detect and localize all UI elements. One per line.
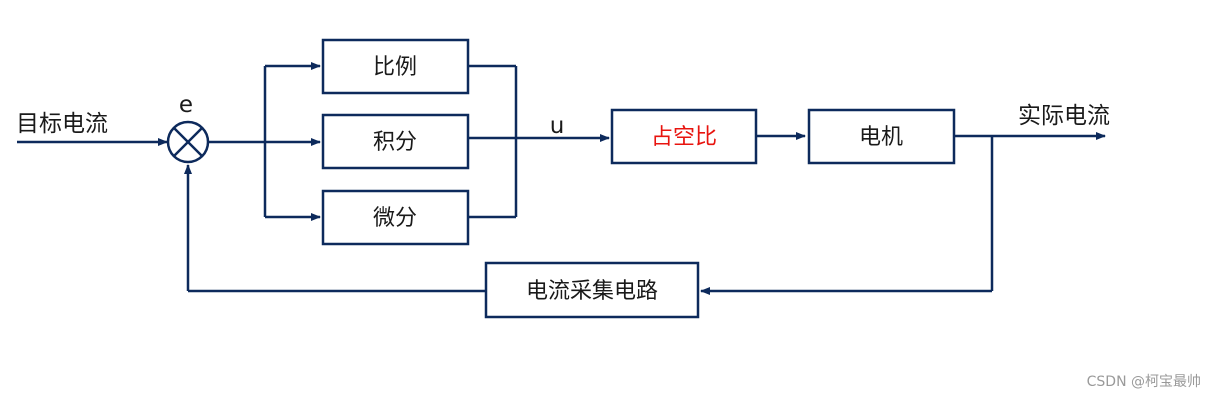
integral-label: 积分 [373,130,417,155]
motor-label: 电机 [859,125,903,150]
proportional-label: 比例 [373,55,417,80]
watermark: CSDN @柯宝最帅 [1086,374,1201,390]
derivative-label: 微分 [373,206,417,231]
input-label: 目标电流 [16,111,108,137]
integral-block [321,113,470,170]
output-label: 实际电流 [1018,103,1110,129]
control-label: u [550,113,565,139]
summing-junction-cross-b [173,127,203,157]
current-sensor-label: 电流采集电路 [526,279,658,304]
error-label: e [179,92,193,118]
duty-cycle-label: 占空比 [651,125,717,150]
